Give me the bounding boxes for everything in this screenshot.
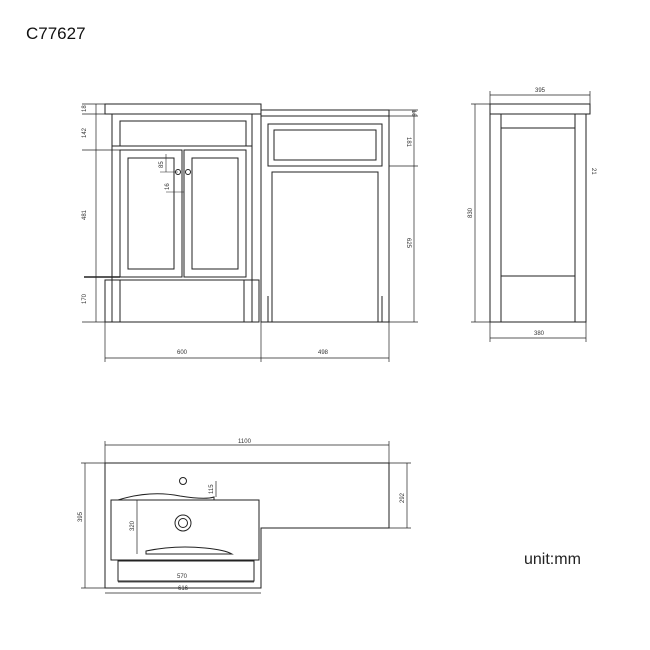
dim-total-width: 1100 [238,439,252,445]
dim-height: 830 [468,207,474,218]
dim-depth: 395 [78,511,84,522]
left-leg-b [244,280,259,322]
dim-drawer-height: 142 [82,127,88,138]
dim-door-height: 481 [82,209,88,220]
dim-knob-offset-h: 16 [165,183,171,190]
left-countertop [105,104,261,114]
dim-basin-width: 616 [178,586,189,592]
door-left-panel [128,158,174,269]
drain-outer [175,515,191,531]
left-drawer-panel [120,121,246,146]
dim-tap-to-bowl: 115 [209,484,215,494]
dim-right-drawer: 181 [405,137,411,148]
basin-front-lip [118,561,254,581]
door-left [120,150,182,277]
basin-bowl-bottom [146,547,232,554]
dim-base-depth: 380 [534,331,545,337]
front-view: 18 142 481 170 85 16 600 498 18 181 625 [82,104,418,362]
right-drawer-frame [268,124,382,166]
dim-top-depth: 395 [535,88,546,94]
side-inner-top [501,114,575,128]
left-carcass [112,114,252,322]
plan-view: 1100 395 292 115 320 570 616 [78,439,411,593]
side-top [490,104,590,114]
dim-bowl-depth: 320 [130,520,136,531]
left-leg-a [105,280,120,322]
product-code: C77627 [26,24,86,43]
dim-leg-height: 170 [82,293,88,304]
dim-right-top: 18 [410,110,416,117]
dim-width-right: 498 [318,350,329,356]
tap-hole [180,478,187,485]
side-carcass [490,114,586,322]
plan-outline [105,463,389,588]
basin-bowl [118,494,214,500]
dim-side-mark: 21 [590,168,596,175]
door-knob-right [186,170,191,175]
door-right-panel [192,158,238,269]
dim-right-depth: 292 [400,492,406,503]
right-door [272,172,378,322]
dim-right-body: 625 [405,238,411,249]
unit-label: unit:mm [524,551,581,568]
drain-inner [179,519,188,528]
dim-knob-offset-v: 85 [159,161,165,168]
right-countertop [261,110,389,116]
dim-bowl-width: 570 [177,574,188,580]
dim-top-thickness: 18 [82,105,88,112]
door-right [184,150,246,277]
right-drawer-panel [274,130,376,160]
right-carcass [261,116,389,322]
side-view: 395 830 21 380 [468,88,596,342]
dim-width-left: 600 [177,350,188,356]
